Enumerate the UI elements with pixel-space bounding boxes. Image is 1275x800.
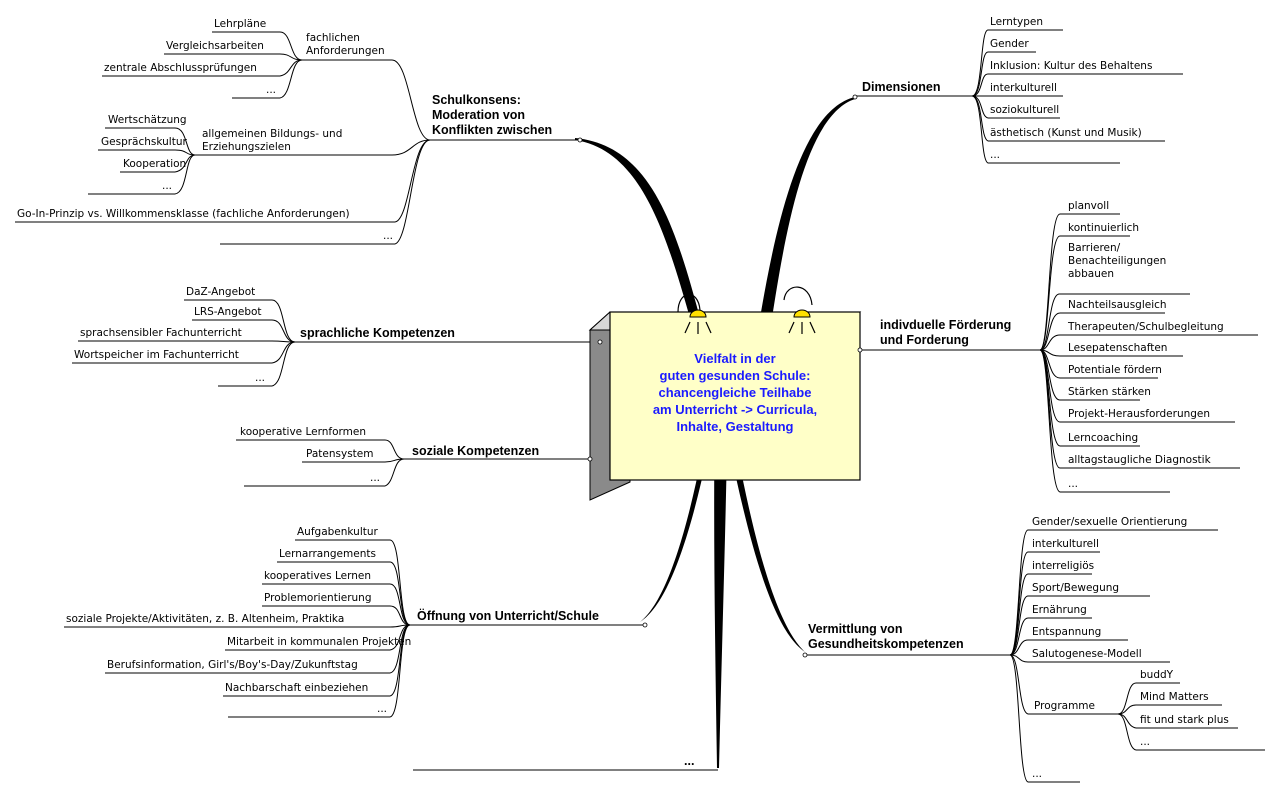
branch-dimensionen[interactable]: Dimensionen: [862, 80, 941, 94]
leaf-node[interactable]: ...: [1140, 736, 1151, 748]
leaf-node[interactable]: Go-In-Prinzip vs. Willkommensklasse (fac…: [17, 208, 350, 220]
branch-schulkonsens[interactable]: Schulkonsens: Moderation von Konflikten …: [432, 93, 552, 138]
node-allgemein[interactable]: allgemeinen Bildungs- und Erziehungsziel…: [202, 128, 342, 154]
leaf-node[interactable]: Therapeuten/Schulbegleitung: [1068, 321, 1224, 333]
central-line: guten gesunden Schule:: [659, 368, 811, 383]
trunk-bottom: [714, 395, 728, 768]
leaf-node[interactable]: sprachsensibler Fachunterricht: [80, 327, 242, 339]
leaf-node[interactable]: interkulturell: [1032, 538, 1099, 550]
leaf-node[interactable]: zentrale Abschlussprüfungen: [104, 62, 257, 74]
lamp-icons: [684, 309, 816, 334]
central-line: Inhalte, Gestaltung: [676, 419, 794, 434]
leaf-node[interactable]: Potentiale fördern: [1068, 364, 1162, 376]
node-label: Barrieren/: [1068, 242, 1121, 254]
trunk-dimensionen: [760, 97, 855, 318]
leaf-node[interactable]: Lerncoaching: [1068, 432, 1139, 444]
leaf-node[interactable]: Sport/Bewegung: [1032, 582, 1120, 594]
leaf-node[interactable]: ...: [266, 84, 277, 96]
leaf-node[interactable]: planvoll: [1068, 200, 1110, 212]
branch-label: indivduelle Förderung: [880, 318, 1012, 332]
leaf-node[interactable]: Wortspeicher im Fachunterricht: [74, 349, 239, 361]
leaf-node[interactable]: ...: [1068, 478, 1079, 490]
leaf-node[interactable]: ...: [383, 230, 394, 242]
leaf-node[interactable]: ...: [990, 149, 1001, 161]
branch-label: Vermittlung von: [808, 622, 903, 636]
leaf-node[interactable]: Vergleichsarbeiten: [166, 40, 264, 52]
leaf-node[interactable]: Berufsinformation, Girl's/Boy's-Day/Zuku…: [107, 659, 358, 671]
leaf-node[interactable]: Gender/sexuelle Orientierung: [1032, 516, 1188, 528]
trunk-schulkonsens: [575, 138, 700, 318]
leaf-node[interactable]: Inklusion: Kultur des Behaltens: [990, 60, 1153, 72]
leaf-node[interactable]: alltagstaugliche Diagnostik: [1068, 454, 1211, 466]
leaf-node[interactable]: Lerntypen: [990, 16, 1044, 28]
leaf-node[interactable]: Aufgabenkultur: [297, 526, 378, 538]
leaf-node[interactable]: Problemorientierung: [264, 592, 372, 604]
branch-label: Schulkonsens:: [432, 93, 521, 107]
leaf-node[interactable]: interreligiös: [1032, 560, 1095, 572]
leaf-node[interactable]: fit und stark plus: [1140, 714, 1229, 726]
node-barrieren[interactable]: Barrieren/ Benachteiligungen abbauen: [1068, 242, 1166, 281]
leaf-node[interactable]: soziokulturell: [990, 104, 1060, 116]
central-topic: Vielfalt in der guten gesunden Schule: c…: [612, 350, 858, 435]
leaf-node[interactable]: DaZ-Angebot: [186, 286, 256, 298]
leaf-node[interactable]: ...: [370, 472, 381, 484]
node-label: Erziehungszielen: [202, 141, 291, 153]
node-fachlich[interactable]: fachlichen Anforderungen: [306, 32, 385, 58]
leaf-node[interactable]: Projekt-Herausforderungen: [1068, 408, 1211, 420]
leaf-node[interactable]: Mitarbeit in kommunalen Projekten: [227, 636, 412, 648]
leaf-node[interactable]: kontinuierlich: [1068, 222, 1140, 234]
central-line: am Unterricht -> Curricula,: [652, 402, 818, 417]
node-programme[interactable]: Programme: [1034, 700, 1095, 712]
branch-label: Gesundheitskompetenzen: [808, 637, 964, 651]
branch-bottom-more[interactable]: ...: [684, 754, 695, 768]
leaf-node[interactable]: Gender: [990, 38, 1029, 50]
branch-oeffnung[interactable]: Öffnung von Unterricht/Schule: [417, 609, 599, 623]
node-label: allgemeinen Bildungs- und: [202, 128, 343, 140]
leaf-node[interactable]: ...: [1032, 768, 1043, 780]
center-box: [588, 311, 862, 501]
leaf-node[interactable]: soziale Projekte/Aktivitäten, z. B. Alte…: [66, 613, 345, 625]
leaf-node[interactable]: Lehrpläne: [214, 18, 267, 30]
leaf-node[interactable]: Wertschätzung: [108, 114, 187, 126]
leaf-node[interactable]: ...: [162, 180, 173, 192]
leaf-node[interactable]: Lernarrangements: [279, 548, 376, 560]
leaf-node[interactable]: Nachteilsausgleich: [1068, 299, 1167, 311]
leaf-node[interactable]: Patensystem: [306, 448, 374, 460]
node-label: Anforderungen: [306, 45, 385, 57]
leaf-node[interactable]: ...: [377, 703, 388, 715]
leaf-node[interactable]: kooperative Lernformen: [240, 426, 366, 438]
branch-gesundheit[interactable]: Vermittlung von Gesundheitskompetenzen: [808, 622, 964, 652]
central-line: Vielfalt in der: [694, 351, 776, 366]
leaf-node[interactable]: Salutogenese-Modell: [1032, 648, 1142, 660]
node-label: abbauen: [1068, 268, 1114, 280]
leaf-node[interactable]: Mind Matters: [1140, 691, 1209, 703]
leaf-node[interactable]: Entspannung: [1032, 626, 1102, 638]
branch-foerderung[interactable]: indivduelle Förderung und Forderung: [880, 318, 1011, 348]
leaf-node[interactable]: Nachbarschaft einbeziehen: [225, 682, 369, 694]
leaf-node[interactable]: Stärken stärken: [1068, 386, 1151, 398]
leaf-node[interactable]: kooperatives Lernen: [264, 570, 371, 582]
central-line: chancengleiche Teilhabe: [658, 385, 812, 400]
node-label: fachlichen: [306, 32, 360, 44]
leaf-node[interactable]: LRS-Angebot: [194, 306, 262, 318]
leaf-node[interactable]: Gesprächskultur: [101, 136, 187, 148]
branch-sprachlich[interactable]: sprachliche Kompetenzen: [300, 326, 455, 340]
node-label: Benachteiligungen: [1068, 255, 1167, 267]
branch-label: und Forderung: [880, 333, 969, 347]
leaf-node[interactable]: ...: [255, 372, 266, 384]
branch-label: Moderation von: [432, 108, 526, 122]
branch-label: Konflikten zwischen: [432, 123, 553, 137]
leaf-node[interactable]: buddY: [1140, 669, 1174, 681]
leaf-node[interactable]: interkulturell: [990, 82, 1057, 94]
leaf-node[interactable]: Lesepatenschaften: [1068, 342, 1168, 354]
leaf-node[interactable]: Ernährung: [1032, 604, 1087, 616]
branch-sozial[interactable]: soziale Kompetenzen: [412, 444, 540, 458]
leaf-node[interactable]: Kooperation: [123, 158, 187, 170]
leaf-node[interactable]: ästhetisch (Kunst und Musik): [990, 127, 1142, 139]
